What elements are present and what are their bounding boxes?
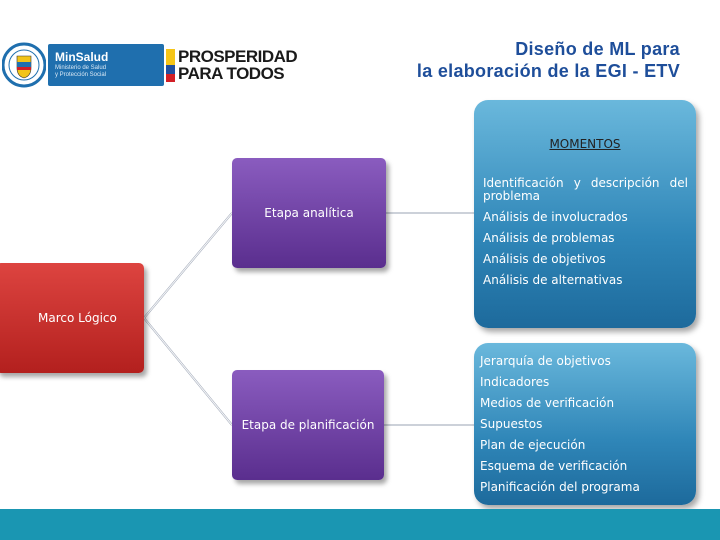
list-item: Jerarquía de objetivos xyxy=(480,354,611,368)
planificacion-panel: Jerarquía de objetivos Indicadores Medio… xyxy=(474,343,696,505)
title-line-2: la elaboración de la EGI - ETV xyxy=(416,61,680,81)
list-item: Identificación y descripción del problem… xyxy=(483,176,688,203)
etapa-planificacion-node: Etapa de planificación xyxy=(232,370,384,480)
list-item: Análisis de involucrados xyxy=(483,210,628,224)
list-item: Análisis de alternativas xyxy=(483,273,623,287)
etapa-analitica-node: Etapa analítica xyxy=(232,158,386,268)
list-item: Análisis de objetivos xyxy=(483,252,606,266)
marco-logico-label: Marco Lógico xyxy=(38,311,117,325)
marco-logico-node: Marco Lógico xyxy=(0,263,144,373)
prosperidad-line2: PARA TODOS xyxy=(178,64,285,83)
momentos-panel: MOMENTOS Identificación y descripción de… xyxy=(474,100,696,328)
minsalud-badge: MinSalud Ministerio de Salud y Protecció… xyxy=(48,44,164,86)
bottom-bar xyxy=(0,509,720,540)
list-item: Esquema de verificación xyxy=(480,459,628,473)
stage2-items-list: Jerarquía de objetivos Indicadores Medio… xyxy=(480,351,688,498)
list-item: Análisis de problemas xyxy=(483,231,615,245)
title-line-1: Diseño de ML para xyxy=(515,39,680,59)
list-item: Medios de verificación xyxy=(480,396,615,410)
prosperidad-line1: PROSPERIDAD xyxy=(178,47,298,66)
list-item: Plan de ejecución xyxy=(480,438,586,452)
list-item: Planificación del programa xyxy=(480,480,640,494)
colombia-flag-icon xyxy=(166,49,175,82)
minsalud-subtitle: Ministerio de Salud y Protección Social xyxy=(55,65,107,78)
etapa-analitica-label: Etapa analítica xyxy=(264,206,354,220)
stage1-items-list: Identificación y descripción del problem… xyxy=(483,177,688,291)
list-item: Supuestos xyxy=(480,417,543,431)
prosperidad-logo: PROSPERIDAD PARA TODOS xyxy=(166,47,306,84)
minsalud-logo: MinSalud Ministerio de Salud y Protecció… xyxy=(2,42,164,88)
list-item: Indicadores xyxy=(480,375,550,389)
etapa-planificacion-label: Etapa de planificación xyxy=(241,418,375,432)
colombia-seal-icon xyxy=(2,42,46,88)
page-title: Diseño de ML para la elaboración de la E… xyxy=(417,38,680,82)
minsalud-title: MinSalud xyxy=(55,50,109,64)
momentos-title: MOMENTOS xyxy=(549,137,621,151)
